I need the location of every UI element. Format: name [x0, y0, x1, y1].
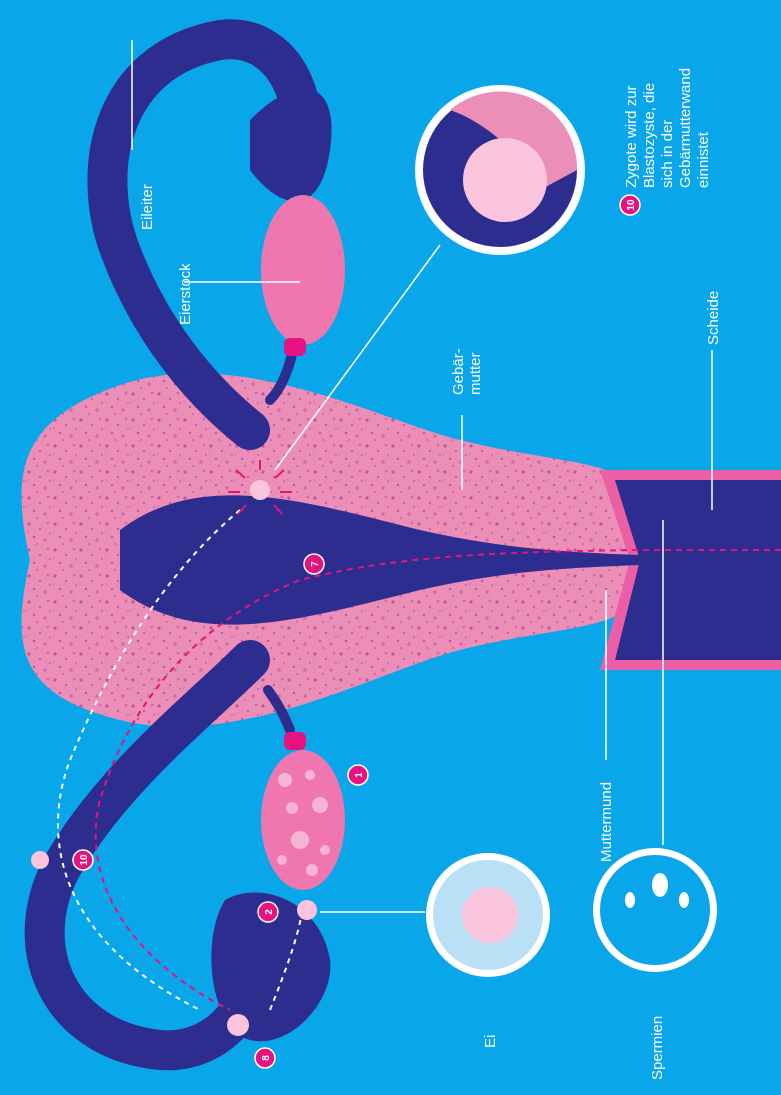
label-gebaermutter-line2: mutter [467, 352, 484, 395]
note-line-4: Gebärmutterwand [677, 68, 694, 188]
ovary-lower-cap [284, 732, 306, 750]
step-number-1: 1 [354, 772, 365, 778]
label-ei: Ei [482, 1035, 499, 1048]
note-line-5: einnistet [695, 131, 712, 188]
ovary-upper [261, 195, 345, 345]
label-eierstock: Eierstock [177, 263, 194, 325]
fertilized-egg [227, 1014, 249, 1036]
zoom-egg [462, 887, 518, 943]
step-badge-2: 2 [258, 902, 278, 922]
vagina-inner [615, 480, 781, 660]
label-gebaermutter-line1: Gebär- [450, 348, 467, 395]
step-number-10: 10 [79, 854, 90, 866]
note-line-3: sich in der [659, 120, 676, 188]
note-line-2: Blastozyste, die [641, 83, 658, 188]
egg-released [297, 900, 317, 920]
blastocyst [250, 480, 270, 500]
egg-on-tube [31, 851, 49, 869]
zoom-circle-sperm [600, 855, 710, 965]
label-muttermund: Muttermund [598, 782, 615, 862]
zoom-implant-blastocyst [463, 138, 547, 222]
label-eileiter: Eileiter [139, 184, 156, 230]
step-number-8: 8 [261, 1055, 272, 1061]
step-badge-7: 7 [304, 554, 324, 574]
label-scheide: Scheide [705, 291, 722, 345]
ovary-lower [261, 750, 345, 890]
label-spermien: Spermien [649, 1016, 666, 1080]
step-badge-1: 1 [348, 765, 368, 785]
ovary-upper-cap [284, 338, 306, 356]
note-step-number: 10 [626, 199, 637, 211]
step-number-7: 7 [310, 561, 321, 567]
note-line-1: Zygote wird zur [623, 85, 640, 188]
step-number-2: 2 [264, 909, 275, 915]
step-badge-8: 8 [255, 1048, 275, 1068]
step-badge-10: 10 [73, 850, 93, 870]
